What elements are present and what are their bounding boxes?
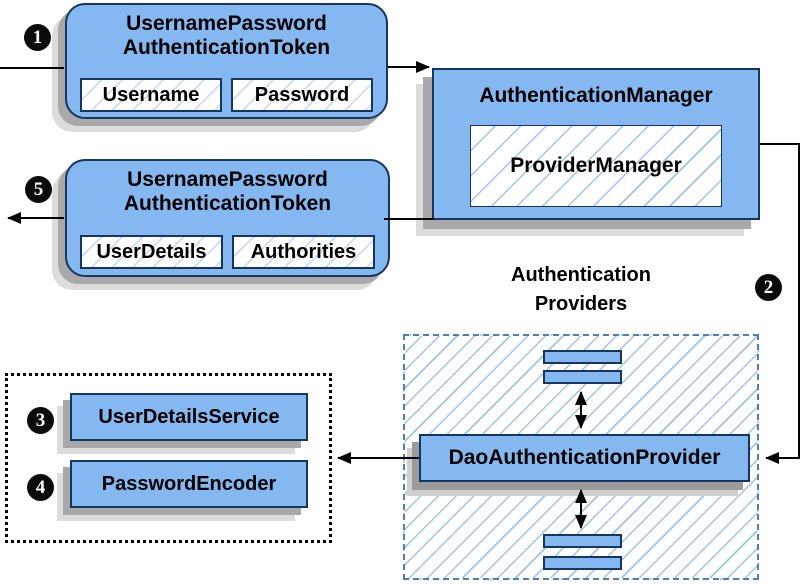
dao-authentication-provider-label: DaoAuthenticationProvider (448, 446, 721, 469)
provider-stack-bar (543, 350, 622, 364)
request-token-fields: Username Password (80, 78, 373, 112)
response-token-box: UsernamePassword AuthenticationToken Use… (65, 159, 390, 277)
provider-stack-bar (543, 556, 622, 570)
authentication-manager-box: AuthenticationManager ProviderManager (432, 68, 760, 220)
password-chip: Password (231, 78, 373, 112)
step-2-badge: 2 (755, 274, 782, 301)
authorities-chip: Authorities (232, 235, 375, 269)
provider-manager-box: ProviderManager (470, 125, 722, 207)
auth-providers-label-line1: Authentication (511, 264, 651, 286)
request-token-title: UsernamePassword AuthenticationToken (67, 12, 386, 60)
password-encoder-label: PasswordEncoder (101, 472, 277, 495)
authentication-manager-title: AuthenticationManager (479, 84, 713, 107)
response-token-title-line1: UsernamePassword (127, 168, 328, 191)
auth-providers-label: Authentication Providers (431, 261, 731, 319)
manager-to-dao-arrow (760, 143, 800, 464)
userdetails-chip: UserDetails (80, 235, 223, 269)
user-details-service-box: UserDetailsService (70, 393, 308, 441)
response-token-title-line2: AuthenticationToken (123, 192, 332, 215)
request-token-title-line2: AuthenticationToken (122, 36, 331, 59)
username-chip: Username (80, 78, 222, 112)
response-token-title: UsernamePassword AuthenticationToken (67, 168, 388, 216)
auth-providers-label-line2: Providers (534, 293, 628, 315)
step-3-badge: 3 (27, 407, 54, 434)
provider-manager-label: ProviderManager (510, 154, 682, 177)
step-1-badge: 1 (24, 24, 51, 51)
provider-stack-bar (543, 370, 622, 384)
user-details-service-label: UserDetailsService (98, 405, 280, 428)
provider-stack-bar (543, 534, 622, 548)
step-4-badge: 4 (27, 474, 54, 501)
request-token-box: UsernamePassword AuthenticationToken Use… (65, 3, 388, 119)
request-token-title-line1: UsernamePassword (126, 12, 327, 35)
step-5-badge: 5 (25, 176, 52, 203)
response-token-fields: UserDetails Authorities (80, 235, 375, 269)
dao-authentication-provider-box: DaoAuthenticationProvider (419, 434, 750, 482)
password-encoder-box: PasswordEncoder (70, 460, 308, 508)
